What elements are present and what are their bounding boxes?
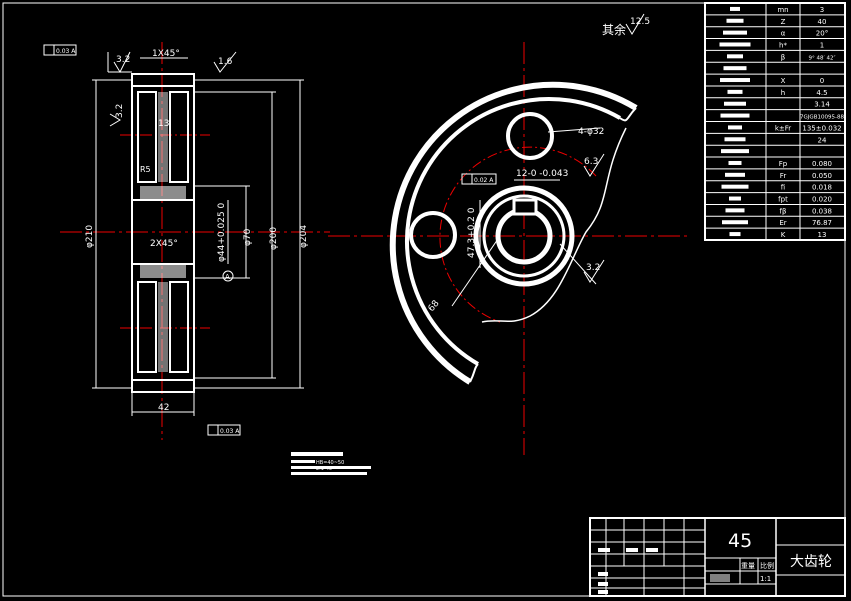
table-row-value: 13 (818, 231, 827, 239)
table-row-label-block (723, 30, 747, 35)
weight-label: 重量 (741, 562, 755, 570)
table-row-label-block (720, 78, 750, 83)
roughness-left-side: 3.2 (115, 104, 125, 118)
table-row-label-block (727, 89, 743, 94)
table-row-symbol: fi (781, 184, 785, 192)
roughness-hub: 3.2 (586, 263, 600, 273)
table-row-symbol: h* (779, 41, 787, 49)
roughness-right-top: 1.6 (218, 57, 233, 67)
table-row-value: 0.018 (812, 184, 832, 192)
table-row-value: 7GJGB10095-88 (800, 115, 844, 121)
table-row-label-block (720, 113, 750, 118)
table-row-label-block (719, 42, 751, 47)
table-row-label-block (721, 149, 749, 154)
table-row-label-block (723, 66, 747, 71)
table-row-value: 20° (816, 30, 828, 38)
table-row-value: 135±0.032 (802, 124, 841, 132)
dim-hub-diameter: φ70 (243, 228, 253, 246)
chamfer-top-label: 1X45° (152, 49, 180, 59)
table-row-value: 3.14 (814, 101, 830, 109)
table-row-value: 0.038 (812, 207, 832, 215)
table-row-symbol: Z (781, 18, 786, 26)
table-row-label-block (725, 172, 745, 177)
rib-label: 13 (158, 119, 169, 129)
table-row-label-block (725, 208, 745, 213)
table-row-label-block (726, 18, 744, 23)
tech-notes: HB=40~50 2.1-45 (291, 452, 371, 475)
dim-outer-diameter: φ210 (85, 225, 95, 248)
table-row-symbol: k±Fr (775, 124, 791, 132)
table-row-value: 9° 48′ 42″ (808, 55, 835, 61)
table-row-value: 4.5 (816, 89, 827, 97)
radius-label: 68 (427, 299, 442, 314)
table-row-value: 0.020 (812, 196, 832, 204)
table-row-label-block (724, 101, 746, 106)
side-tolerance-frame: 0.02 A (474, 177, 494, 184)
part-name: 大齿轮 (790, 554, 832, 570)
table-row-label-block (721, 184, 749, 189)
keyway-depth-label: 47.3+0.2 0 (467, 207, 477, 258)
title-block: 45 重量 比例 1:1 大齿轮 (589, 517, 846, 597)
table-row-symbol: β (781, 53, 785, 61)
table-row-value: 0.050 (812, 172, 832, 180)
table-row-value: 1 (820, 41, 824, 49)
table-row-label-block (722, 220, 748, 225)
chamfer-hub-label: 2X45° (150, 239, 178, 249)
table-row-value: 24 (818, 136, 827, 144)
table-row-value: 0.080 (812, 160, 832, 168)
dim-width: 42 (158, 403, 169, 413)
scale-label: 比例 (760, 561, 774, 570)
dim-pitch-diameter: φ200 (269, 227, 279, 250)
general-roughness-value: 12.5 (630, 17, 650, 27)
roughness-keyway: 6.3 (584, 157, 598, 167)
table-row-symbol: fpt (778, 196, 788, 204)
table-row-symbol: α (781, 30, 786, 38)
material-label: 45 (728, 530, 752, 552)
gear-parameter-table: mn 3Z 40 α 20° h* 1 β 9° 48′ 42″ X 0 h 4.5 3.14 7GJGB1… (704, 2, 846, 241)
table-row-symbol: Fr (780, 172, 787, 180)
holes-label: 4-φ32 (578, 127, 604, 137)
keyway-width-label: 12-0 -0.043 (516, 169, 568, 179)
side-view: 4-φ32 6.3 12-0 -0.043 47.3+0.2 0 3.2 68 … (328, 42, 690, 455)
dim-root-diameter: φ204 (299, 225, 309, 248)
table-row-symbol: mn (777, 6, 788, 14)
table-row-symbol: h (781, 89, 785, 97)
scale-value: 1:1 (760, 575, 771, 583)
front-section-view: 1X45° 3.2 1.6 3.2 13 R5 2X45° φ210 φ204 … (43, 42, 330, 440)
table-row-label-block (724, 137, 746, 142)
dim-bore-diameter: φ44+0.025 0 (217, 202, 227, 262)
general-roughness-note: 其余 12.5 (602, 13, 650, 37)
roughness-left-top: 3.2 (116, 55, 130, 65)
tolerance-frame-bottom: 0.03 A (220, 428, 240, 435)
table-row-symbol: K (781, 231, 786, 239)
tech-note-1: HB=40~50 (316, 460, 344, 466)
fillet-label: R5 (140, 165, 151, 174)
table-row-label-block (729, 196, 741, 201)
general-roughness-prefix: 其余 (602, 22, 626, 37)
tolerance-frame-top: 0.03 A (56, 48, 76, 55)
table-row-label-block (729, 232, 741, 237)
table-row-symbol: Er (779, 219, 786, 227)
table-row-symbol: fβ (780, 207, 787, 215)
table-row-label-block (730, 6, 740, 11)
table-row-value: 3 (820, 6, 824, 14)
table-row-label-block (728, 160, 742, 165)
table-row-symbol: X (781, 77, 786, 85)
tech-note-2: 2.1-45 (316, 466, 332, 472)
table-row-label-block (728, 125, 742, 130)
table-row-value: 40 (818, 18, 827, 26)
table-row-value: 76.87 (812, 219, 832, 227)
table-row-symbol: Fp (779, 160, 788, 168)
datum-a-label: A (225, 273, 230, 281)
table-row-label-block (727, 54, 743, 59)
table-row-value: 0 (820, 77, 824, 85)
